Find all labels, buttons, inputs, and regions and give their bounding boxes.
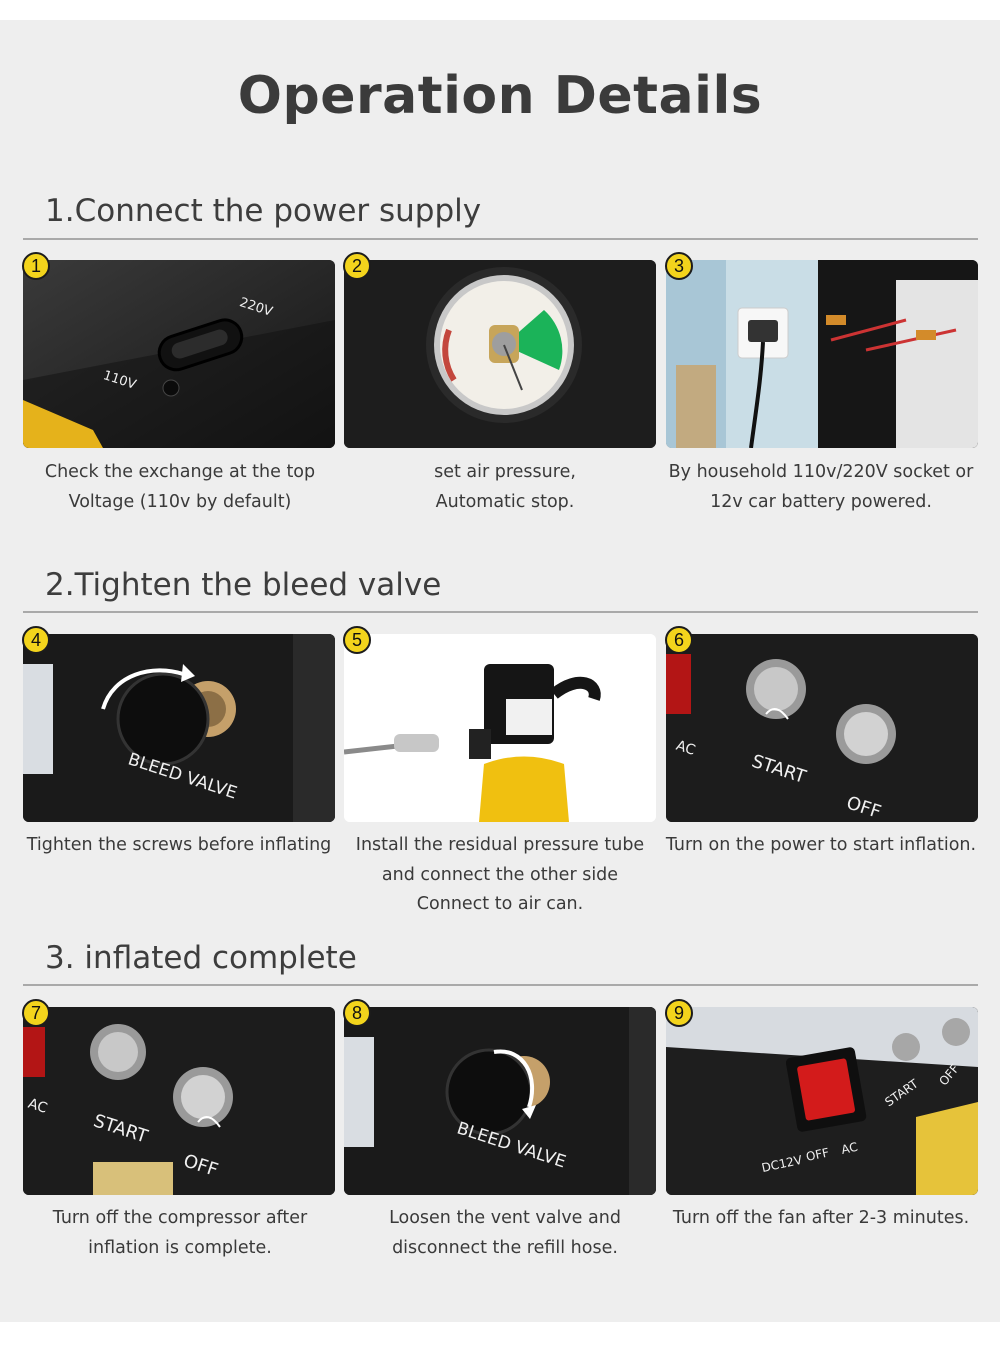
step-7-image: START OFF AC <box>23 1007 335 1195</box>
step-8-image: BLEED VALVE <box>344 1007 656 1195</box>
step-3-caption: By household 110v/220V socket or 12v car… <box>668 462 974 512</box>
step-2-badge: 2 <box>343 252 371 280</box>
image-label-ac: AC <box>26 1096 49 1117</box>
image-label-off: OFF <box>805 1145 831 1164</box>
image-label-ac: AC <box>840 1140 859 1157</box>
step-9-caption: Turn off the fan after 2-3 minutes. <box>672 1208 970 1228</box>
step-6-caption: Turn on the power to start inflation. <box>665 835 977 855</box>
step-2-caption: set air pressure, Automatic stop. <box>434 462 576 512</box>
step-9-image: DC12V OFF AC START OFF <box>666 1007 978 1195</box>
step-2-image <box>344 260 656 448</box>
step-6-image: START OFF AC <box>666 634 978 822</box>
step-4-badge: 4 <box>22 626 50 654</box>
step-7-badge: 7 <box>22 999 50 1027</box>
step-6-badge: 6 <box>665 626 693 654</box>
image-label-ac: AC <box>674 738 697 759</box>
step-7-caption: Turn off the compressor after inflation … <box>52 1208 308 1258</box>
step-5-badge: 5 <box>343 626 371 654</box>
section-title-1: 1.Connect the power supply <box>45 193 482 229</box>
step-9-badge: 9 <box>665 999 693 1027</box>
section-divider-2 <box>23 611 978 613</box>
step-1-caption: Check the exchange at the top Voltage (1… <box>44 462 316 512</box>
step-5-caption: Install the residual pressure tube and c… <box>355 835 645 914</box>
step-8-caption: Loosen the vent valve and disconnect the… <box>389 1208 621 1258</box>
section-divider-1 <box>23 238 978 240</box>
step-4-caption: Tighten the screws before inflating <box>26 835 332 855</box>
step-1-image: 220V 110V <box>23 260 335 448</box>
section-divider-3 <box>23 984 978 986</box>
page-title: Operation Details <box>237 66 763 126</box>
step-1-badge: 1 <box>22 252 50 280</box>
step-3-badge: 3 <box>665 252 693 280</box>
step-5-image <box>344 634 656 822</box>
section-title-2: 2.Tighten the bleed valve <box>45 567 442 603</box>
step-3-image <box>666 260 978 448</box>
step-8-badge: 8 <box>343 999 371 1027</box>
step-4-image: BLEED VALVE <box>23 634 335 822</box>
section-title-3: 3. inflated complete <box>45 940 357 976</box>
